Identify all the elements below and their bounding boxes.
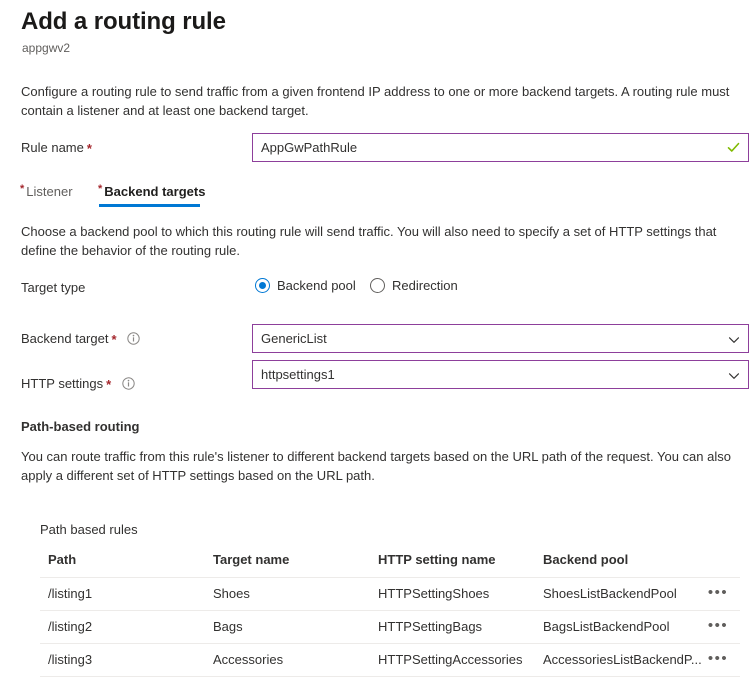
http-settings-dropdown[interactable]: httpsettings1: [252, 360, 749, 389]
row-http-setting-name: HTTPSettingBags: [378, 619, 483, 634]
active-tab-underline: [99, 204, 200, 207]
rule-name-input[interactable]: [261, 134, 711, 161]
backend-target-dropdown[interactable]: GenericList: [252, 324, 749, 353]
tab-backend-targets[interactable]: *Backend targets: [98, 183, 205, 206]
tab-listener-label: Listener: [26, 184, 73, 199]
row-target-name: Accessories: [213, 652, 284, 667]
table-header-row: Path Target name HTTP setting name Backe…: [40, 549, 740, 578]
page-title: Add a routing rule: [21, 8, 226, 35]
intro-description: Configure a routing rule to send traffic…: [21, 84, 730, 118]
backend-target-label: Backend target*: [21, 331, 140, 347]
checkmark-icon: [726, 140, 741, 155]
table-row: /listing1 Shoes HTTPSettingShoes ShoesLi…: [40, 578, 740, 611]
table-row: /listing3 Accessories HTTPSettingAccesso…: [40, 644, 740, 677]
required-asterisk: *: [106, 377, 112, 392]
tab-backend-targets-asterisk: *: [98, 183, 103, 195]
rule-name-label: Rule name*: [21, 140, 92, 156]
row-path-link[interactable]: /listing2: [48, 619, 93, 634]
chevron-down-icon: [728, 333, 740, 345]
http-settings-label-text: HTTP settings: [21, 376, 104, 391]
row-context-menu-button[interactable]: •••: [707, 650, 729, 667]
rule-name-label-text: Rule name: [21, 140, 84, 155]
radio-backend-pool-label: Backend pool: [277, 278, 356, 293]
row-backend-pool: AccessoriesListBackendP...: [543, 652, 702, 667]
row-path-link[interactable]: /listing3: [48, 652, 93, 667]
row-backend-pool: ShoesListBackendPool: [543, 586, 677, 601]
radio-redirection-label: Redirection: [392, 278, 458, 293]
tab-listener[interactable]: *Listener: [20, 183, 73, 206]
table-row: /listing2 Bags HTTPSettingBags BagsListB…: [40, 611, 740, 644]
path-rules-table: Path Target name HTTP setting name Backe…: [40, 549, 740, 677]
http-settings-label: HTTP settings*: [21, 376, 135, 392]
info-icon[interactable]: [122, 377, 135, 390]
column-header-target-name: Target name: [213, 552, 290, 567]
row-target-name: Bags: [213, 619, 243, 634]
row-http-setting-name: HTTPSettingAccessories: [378, 652, 523, 667]
page-subtitle: appgwv2: [22, 41, 71, 55]
required-asterisk: *: [111, 332, 117, 347]
row-backend-pool: BagsListBackendPool: [543, 619, 670, 634]
path-based-routing-heading: Path-based routing: [21, 419, 140, 434]
column-header-backend-pool: Backend pool: [543, 552, 629, 567]
path-rules-caption: Path based rules: [40, 522, 138, 537]
radio-backend-pool-indicator: [255, 278, 270, 293]
backend-description: Choose a backend pool to which this rout…: [21, 224, 717, 258]
info-icon[interactable]: [127, 332, 140, 345]
radio-redirection-indicator: [370, 278, 385, 293]
tab-backend-targets-label: Backend targets: [104, 184, 206, 199]
target-type-label: Target type: [21, 280, 86, 295]
backend-target-value: GenericList: [261, 331, 327, 346]
column-header-http-setting-name: HTTP setting name: [378, 552, 496, 567]
row-context-menu-button[interactable]: •••: [707, 617, 729, 634]
required-asterisk: *: [86, 141, 92, 156]
row-path-link[interactable]: /listing1: [48, 586, 93, 601]
tab-listener-asterisk: *: [20, 183, 25, 195]
backend-target-label-text: Backend target: [21, 331, 109, 346]
row-http-setting-name: HTTPSettingShoes: [378, 586, 490, 601]
http-settings-value: httpsettings1: [261, 367, 335, 382]
rule-name-field-wrapper[interactable]: [252, 133, 749, 162]
row-target-name: Shoes: [213, 586, 250, 601]
row-context-menu-button[interactable]: •••: [707, 584, 729, 601]
column-header-path: Path: [48, 552, 77, 567]
chevron-down-icon: [728, 369, 740, 381]
path-based-routing-description: You can route traffic from this rule's l…: [21, 449, 731, 483]
